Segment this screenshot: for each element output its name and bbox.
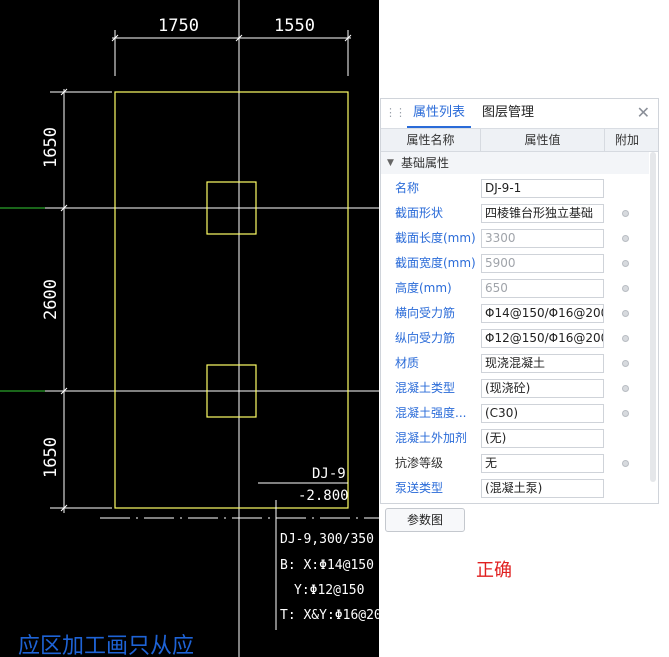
property-label: 混凝土强度... [395, 406, 467, 420]
tab-property-list[interactable]: 属性列表 [407, 99, 472, 128]
tag-elevation: -2.800 [298, 488, 349, 504]
property-label: 截面宽度(mm) [395, 256, 476, 270]
property-label: 材质 [395, 356, 420, 370]
collapse-arrow-icon[interactable]: ▼ [387, 158, 394, 168]
property-row[interactable]: 泵送类型 (混凝土泵) [381, 476, 649, 501]
property-label: 高度(mm) [395, 281, 452, 295]
extra-indicator-icon[interactable] [622, 335, 629, 342]
property-panel: ⋮⋮ 属性列表 图层管理 ✕ 属性名称 属性值 附加 ▼ 基础属性 名称 DJ-9… [380, 98, 659, 504]
spec-line-1: DJ-9,300/350 [280, 532, 374, 547]
property-label: 名称 [395, 181, 420, 195]
column-top[interactable] [206, 181, 257, 235]
property-row[interactable]: 混凝土外加剂 (无) [381, 426, 649, 451]
property-row[interactable]: 名称 DJ-9-1 [381, 176, 649, 201]
dim-text-top-right: 1550 [274, 16, 315, 36]
extra-indicator-icon[interactable] [622, 410, 629, 417]
property-label: 混凝土外加剂 [395, 431, 468, 445]
col-header-name: 属性名称 [381, 129, 481, 151]
extra-indicator-icon[interactable] [622, 360, 629, 367]
dim-text-left-top: 1650 [41, 127, 61, 168]
property-value-field[interactable]: Φ12@150/Φ16@200 [481, 329, 604, 348]
property-row[interactable]: 混凝土类型 (现浇砼) [381, 376, 649, 401]
correct-label: 正确 [476, 560, 512, 581]
property-value-field[interactable]: (无) [481, 429, 604, 448]
panel-tab-bar: ⋮⋮ 属性列表 图层管理 ✕ [381, 99, 658, 129]
dim-tick [235, 34, 243, 42]
property-row[interactable]: 材质 现浇混凝土 [381, 351, 649, 376]
property-value-field[interactable]: 5900 [481, 254, 604, 273]
extra-indicator-icon[interactable] [622, 285, 629, 292]
panel-scrollbar[interactable] [650, 152, 656, 482]
dim-text-left-mid: 2600 [41, 279, 61, 320]
property-row[interactable]: 抗渗等级 无 [381, 451, 649, 476]
property-row[interactable]: 截面长度(mm) 3300 [381, 226, 649, 251]
property-row[interactable]: 混凝土强度... (C30) [381, 401, 649, 426]
table-header: 属性名称 属性值 附加 [381, 129, 658, 152]
property-value-field[interactable]: (C30) [481, 404, 604, 423]
dim-tick [60, 88, 68, 96]
property-value-field[interactable]: DJ-9-1 [481, 179, 604, 198]
group-basic-properties[interactable]: ▼ 基础属性 [381, 152, 649, 174]
property-value-field[interactable]: (现浇砼) [481, 379, 604, 398]
property-value-field[interactable]: 现浇混凝土 [481, 354, 604, 373]
property-value-field[interactable]: (混凝土泵) [481, 479, 604, 498]
dim-tick [344, 34, 352, 42]
property-label: 泵送类型 [395, 481, 444, 495]
property-row[interactable]: 高度(mm) 650 [381, 276, 649, 301]
property-label: 混凝土类型 [395, 381, 456, 395]
property-value-field[interactable]: 无 [481, 454, 604, 473]
dim-tick [60, 204, 68, 212]
cad-drawing: 1750 1550 1650 2600 1650 DJ-9 -2.800 DJ-… [0, 0, 379, 657]
extra-indicator-icon[interactable] [622, 460, 629, 467]
property-value-field[interactable]: 3300 [481, 229, 604, 248]
spec-line-4: T: X&Y:Φ16@200 [280, 608, 379, 623]
dim-text-left-bot: 1650 [41, 437, 61, 478]
dim-tick [60, 504, 68, 512]
property-value-field[interactable]: 四棱锥台形独立基础 [481, 204, 604, 223]
dim-text-top-left: 1750 [158, 16, 199, 36]
group-label: 基础属性 [401, 156, 450, 170]
tag-name: DJ-9 [312, 466, 346, 482]
extra-indicator-icon[interactable] [622, 235, 629, 242]
cad-canvas[interactable]: 1750 1550 1650 2600 1650 DJ-9 -2.800 DJ-… [0, 0, 379, 657]
column-bottom[interactable] [206, 364, 257, 418]
spec-line-2: B: X:Φ14@150 [280, 558, 374, 573]
drag-grip-icon[interactable]: ⋮⋮ [385, 106, 406, 119]
col-header-extra: 附加 [614, 133, 639, 147]
property-row[interactable]: 横向受力筋 Φ14@150/Φ16@200 [381, 301, 649, 326]
property-label: 抗渗等级 [395, 456, 444, 470]
property-row[interactable]: 截面形状 四棱锥台形独立基础 [381, 201, 649, 226]
foundation-outline[interactable] [114, 91, 349, 509]
property-value-field[interactable]: Φ14@150/Φ16@200 [481, 304, 604, 323]
dim-tick [60, 387, 68, 395]
extra-indicator-icon[interactable] [622, 260, 629, 267]
property-row[interactable]: 截面宽度(mm) 5900 [381, 251, 649, 276]
tab-layer-management[interactable]: 图层管理 [482, 105, 535, 120]
dim-tick [111, 34, 119, 42]
property-value-field[interactable]: 650 [481, 279, 604, 298]
property-label: 截面形状 [395, 206, 444, 220]
property-label: 纵向受力筋 [395, 331, 456, 345]
extra-indicator-icon[interactable] [622, 210, 629, 217]
property-label: 截面长度(mm) [395, 231, 476, 245]
bottom-caption-text: 应区加工画只从应 [18, 634, 195, 657]
extra-indicator-icon[interactable] [622, 310, 629, 317]
close-icon[interactable]: ✕ [636, 103, 650, 122]
col-header-value: 属性值 [481, 129, 605, 151]
param-diagram-button[interactable]: 参数图 [385, 508, 465, 532]
property-row[interactable]: 纵向受力筋 Φ12@150/Φ16@200 [381, 326, 649, 351]
property-label: 横向受力筋 [395, 306, 456, 320]
spec-line-3: Y:Φ12@150 [294, 583, 364, 598]
extra-indicator-icon[interactable] [622, 385, 629, 392]
